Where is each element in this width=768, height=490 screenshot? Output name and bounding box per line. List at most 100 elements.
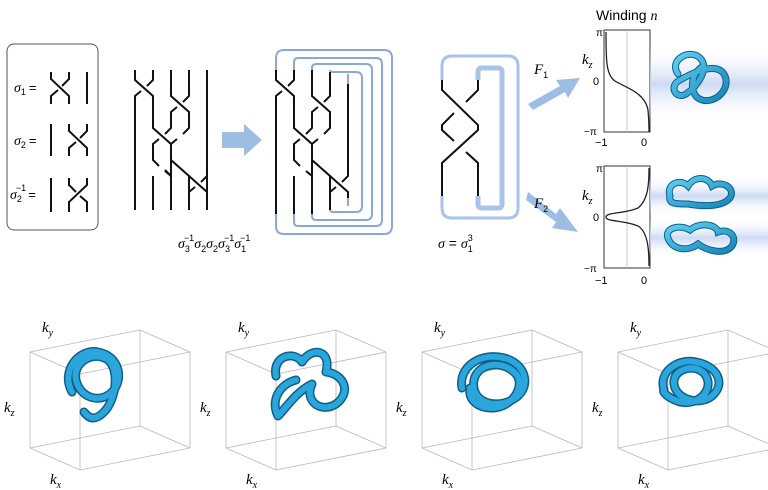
- knot-tube-stroke: [65, 348, 122, 421]
- braid-strand: [188, 175, 208, 193]
- braid-strand: [152, 70, 190, 177]
- winding-plot-bottom: π 0 −π −1 0 kz: [582, 164, 768, 287]
- cube-label-ky: ky: [434, 320, 446, 339]
- cube-edge: [335, 329, 387, 353]
- cube-edge: [617, 329, 729, 353]
- cube-label-ky: ky: [630, 320, 642, 339]
- sigma2inv-label: σ2−1=: [10, 183, 36, 204]
- xtick-neg1-bottom: −1: [595, 275, 608, 287]
- cube-edge: [139, 425, 191, 449]
- braid-strand: [293, 72, 331, 177]
- sigma1-label: σ1=: [14, 80, 37, 97]
- cube-edge: [275, 447, 387, 471]
- closure-loop: [275, 49, 393, 235]
- cube-edge: [617, 351, 669, 375]
- cube-edge: [29, 447, 81, 471]
- winding-curve-top: [605, 31, 650, 133]
- cube-edge: [225, 329, 337, 353]
- sigma1-crossing: [50, 72, 88, 104]
- cube-label-kz: kz: [200, 400, 211, 419]
- braid-strand: [311, 70, 331, 214]
- cube-label-kx: kx: [246, 472, 258, 490]
- cube-label-kz: kz: [396, 400, 407, 419]
- ytick-pi-bottom: π: [596, 164, 603, 175]
- generators-box: [6, 43, 99, 231]
- ytick-negpi-bottom: −π: [584, 264, 597, 275]
- closure-loop: [329, 69, 363, 213]
- cube-edge: [139, 329, 191, 353]
- cube-edge: [617, 425, 729, 449]
- cube-edge: [727, 425, 768, 445]
- cube-edge: [531, 425, 583, 449]
- ytick-negpi-top: −π: [584, 127, 597, 138]
- cube-panel: ky kz kx: [200, 320, 387, 490]
- knot-tube-top: [670, 50, 730, 105]
- closure-loop: [311, 63, 373, 221]
- braid-strand: [441, 80, 479, 196]
- cube-label-ky: ky: [42, 320, 54, 339]
- open-braid-diagram: [134, 70, 208, 210]
- cube-edge: [335, 425, 387, 449]
- cube-edge: [29, 329, 141, 353]
- sigma2inv-crossing: [50, 178, 88, 212]
- winding-plot-top: π 0 −π −1 0 kz: [582, 28, 768, 149]
- cube-label-kx: kx: [50, 472, 62, 490]
- braid-strand: [164, 169, 172, 177]
- cube-edge: [421, 447, 473, 471]
- cube-edge: [531, 329, 583, 353]
- ytick-0-top: 0: [593, 76, 599, 88]
- ylabel-kz-top: kz: [582, 52, 593, 71]
- xtick-neg1-top: −1: [595, 137, 608, 149]
- cube-label-kx: kx: [638, 472, 650, 490]
- braid-strand: [275, 70, 295, 214]
- knot-tube-stroke: [659, 358, 722, 406]
- cube-edge: [29, 425, 141, 449]
- braid-word-label: σ3−1σ2σ2σ3−1σ1−1: [178, 233, 250, 254]
- cube-edge: [225, 447, 277, 471]
- cube-edge: [79, 447, 191, 471]
- cube-panel: ky kz kx: [396, 320, 583, 490]
- braid-strand: [188, 175, 208, 210]
- cube-edge: [667, 449, 768, 471]
- cube-label-ky: ky: [238, 320, 250, 339]
- cube-edge: [79, 351, 191, 375]
- closure-loop: [293, 57, 383, 227]
- braid-strand: [170, 70, 190, 210]
- cube-edge: [471, 351, 583, 375]
- knot-tube-bottom-lower: [663, 221, 738, 255]
- cube-label-kz: kz: [592, 400, 603, 419]
- knot-tube: [658, 356, 724, 408]
- xtick-0-bottom: 0: [641, 275, 647, 287]
- cube-edge: [617, 447, 669, 471]
- ylabel-kz-bottom: kz: [582, 188, 593, 207]
- braid-strand: [275, 70, 331, 210]
- sigma2-crossing: [50, 124, 88, 156]
- knot-tube-stroke: [272, 349, 348, 419]
- braid-strand: [329, 84, 349, 193]
- knot-tube-bottom-upper: [665, 175, 735, 210]
- f1-label: F1: [533, 62, 548, 80]
- generators-panel: σ1= σ2= σ2−1=: [6, 43, 99, 231]
- braid-strand: [134, 70, 154, 210]
- cube-edge: [421, 425, 533, 449]
- ytick-pi-top: π: [596, 28, 603, 39]
- closure-arrow: [222, 124, 262, 156]
- f2-label: F2: [533, 196, 548, 214]
- closure-band: [475, 65, 505, 211]
- cube-edge: [225, 351, 277, 375]
- braid-strand: [134, 70, 190, 210]
- f2-arrow: [526, 192, 578, 232]
- cube-label-kx: kx: [442, 472, 454, 490]
- braid-strand: [441, 80, 479, 196]
- cube-panel: ky kz kx: [592, 320, 768, 490]
- knot-tube: [63, 347, 124, 423]
- f1-arrow: [528, 78, 580, 110]
- winding-title: Winding n: [596, 7, 657, 24]
- cube-edge: [225, 425, 337, 449]
- cube-edge: [471, 447, 583, 471]
- cube-edge: [727, 329, 768, 349]
- winding-curve-bottom: [605, 167, 650, 267]
